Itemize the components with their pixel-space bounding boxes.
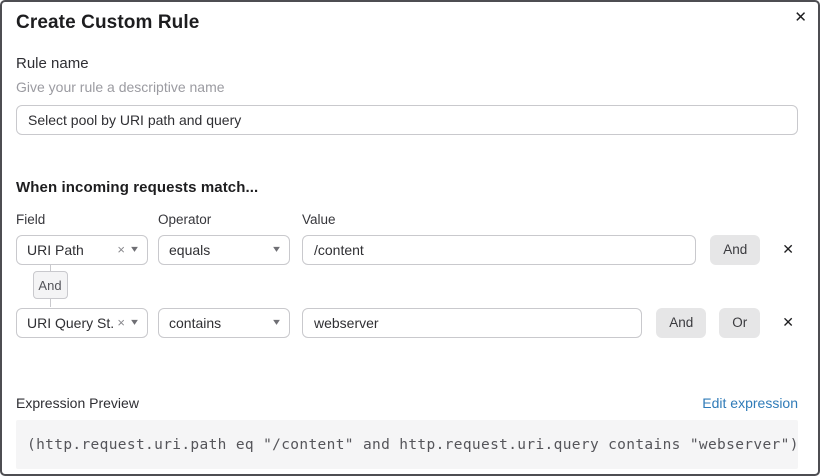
condition-column-labels: Field Operator Value (16, 212, 798, 227)
close-icon[interactable]: ✕ (794, 8, 807, 26)
edit-expression-link[interactable]: Edit expression (702, 395, 798, 411)
page-title: Create Custom Rule (16, 12, 200, 33)
value-column-label: Value (302, 212, 336, 227)
operator-select-value: equals (169, 241, 211, 258)
expression-code: (http.request.uri.path eq "/content" and… (16, 420, 798, 469)
rule-name-input[interactable] (16, 105, 798, 135)
value-input[interactable] (302, 307, 643, 338)
chevron-down-icon: ▾ (131, 243, 138, 255)
clear-selection-icon[interactable]: × (117, 242, 125, 257)
remove-condition-icon[interactable]: ✕ (782, 241, 794, 258)
operator-column-label: Operator (158, 212, 212, 227)
condition-row: URI Path × ▾ equals ▾ And ✕ (16, 234, 798, 265)
add-or-condition-button[interactable]: Or (719, 307, 761, 338)
chevron-down-icon: ▾ (131, 316, 138, 328)
chevron-down-icon: ▾ (273, 243, 280, 255)
remove-condition-icon[interactable]: ✕ (782, 314, 794, 331)
connector-line (49, 299, 51, 307)
rule-name-helper: Give your rule a descriptive name (16, 79, 225, 95)
clear-selection-icon[interactable]: × (117, 315, 125, 330)
field-select[interactable]: URI Query St... × ▾ (16, 307, 148, 338)
operator-select-value: contains (169, 314, 222, 331)
condition-row: URI Query St... × ▾ contains ▾ And Or ✕ (16, 307, 798, 338)
match-heading: When incoming requests match... (16, 179, 259, 196)
field-select-value: URI Query St... (27, 314, 114, 331)
operator-select[interactable]: contains ▾ (158, 307, 290, 338)
add-and-condition-button[interactable]: And (710, 234, 761, 265)
chevron-down-icon: ▾ (273, 316, 280, 328)
field-column-label: Field (16, 212, 46, 227)
expression-preview-label: Expression Preview (16, 395, 139, 411)
condition-connector: And (32, 265, 68, 307)
value-input[interactable] (302, 234, 697, 265)
field-select[interactable]: URI Path × ▾ (16, 234, 148, 265)
operator-select[interactable]: equals ▾ (158, 234, 290, 265)
add-and-condition-button[interactable]: And (656, 307, 707, 338)
connector-line (49, 265, 51, 271)
rule-name-label: Rule name (16, 55, 89, 72)
expression-preview-header: Expression Preview Edit expression (16, 395, 798, 411)
field-select-value: URI Path (27, 241, 84, 258)
and-connector-badge[interactable]: And (32, 271, 68, 299)
